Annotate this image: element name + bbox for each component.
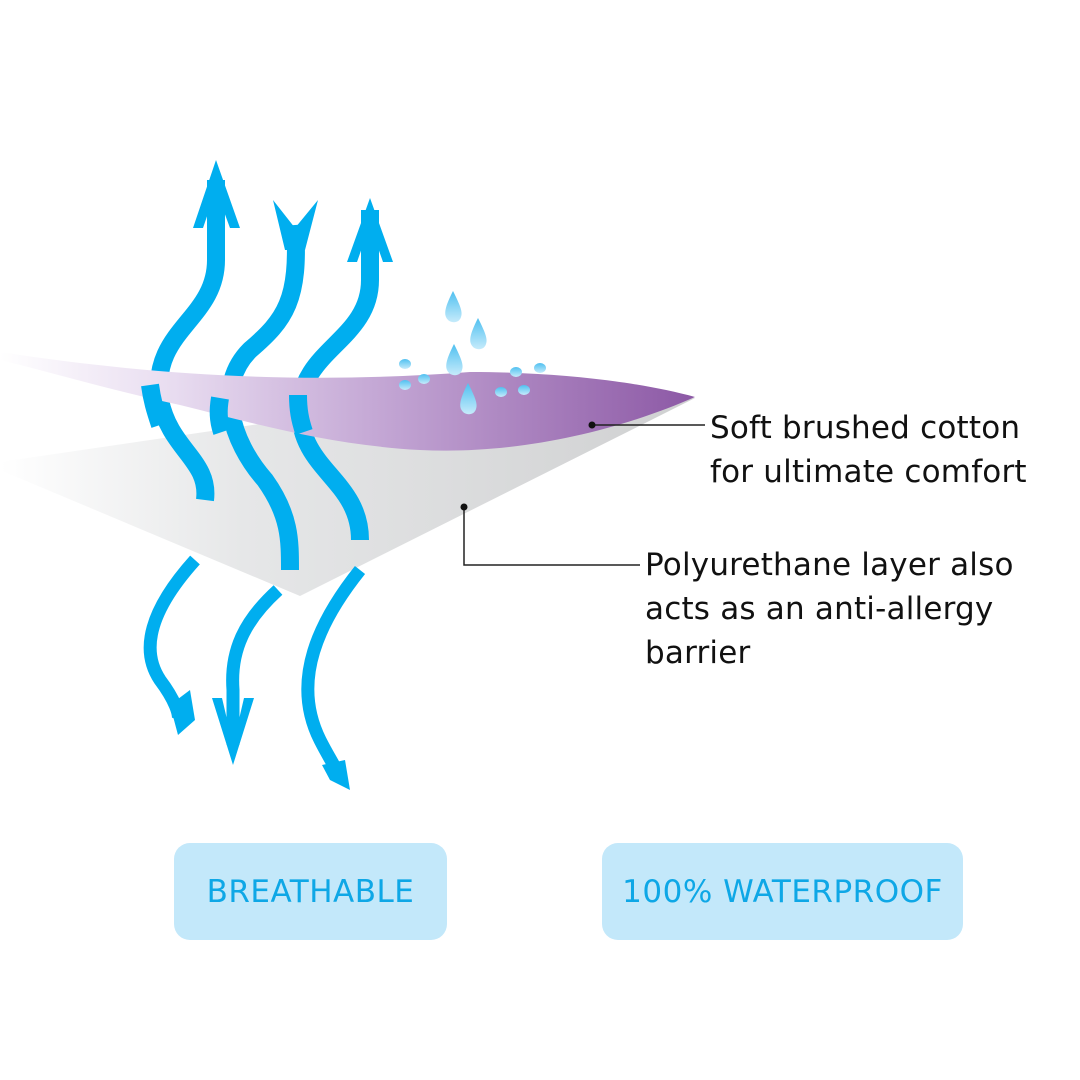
callout-line-polyurethane bbox=[463, 507, 640, 566]
droplet-icon bbox=[534, 363, 546, 373]
waterproof-badge: 100% WATERPROOF bbox=[602, 843, 963, 940]
droplet-icon bbox=[460, 383, 477, 415]
callout-dot-cotton bbox=[588, 421, 596, 429]
droplet-icon bbox=[445, 291, 462, 323]
callout-dot-polyurethane bbox=[460, 503, 468, 511]
breathable-badge-label: BREATHABLE bbox=[206, 873, 415, 910]
droplet-icon bbox=[510, 367, 522, 377]
callout-polyurethane-line-1: Polyurethane layer also bbox=[645, 547, 1014, 583]
droplet-icon bbox=[495, 387, 507, 397]
callout-polyurethane-line-2: acts as an anti-allergy bbox=[645, 591, 994, 627]
callout-cotton-line-1: Soft brushed cotton bbox=[710, 410, 1021, 446]
arrow-tail-icon bbox=[322, 760, 350, 790]
droplet-icon bbox=[418, 374, 430, 384]
droplet-icon bbox=[470, 318, 487, 350]
droplet-icon bbox=[399, 359, 411, 369]
airflow-down-arrows bbox=[143, 555, 366, 782]
droplet-icon bbox=[518, 385, 530, 395]
arrow-down-head-icon bbox=[212, 698, 254, 765]
callout-cotton-line-2: for ultimate comfort bbox=[710, 454, 1027, 490]
water-droplets bbox=[399, 291, 546, 415]
cotton-layer bbox=[0, 352, 695, 451]
callout-cotton-text: Soft brushed cotton for ultimate comfort bbox=[710, 406, 1027, 494]
droplet-icon bbox=[399, 380, 411, 390]
arrow-up-head-icon bbox=[347, 198, 393, 262]
arrow-split-tail-icon bbox=[273, 200, 318, 250]
arrow-tail-icon bbox=[170, 690, 195, 735]
callout-polyurethane-text: Polyurethane layer also acts as an anti-… bbox=[645, 543, 1014, 675]
waterproof-badge-label: 100% WATERPROOF bbox=[622, 873, 943, 910]
callout-polyurethane-line-3: barrier bbox=[645, 635, 751, 671]
droplet-icon bbox=[446, 344, 463, 376]
arrow-up-head-icon bbox=[193, 160, 240, 228]
breathable-badge: BREATHABLE bbox=[174, 843, 447, 940]
